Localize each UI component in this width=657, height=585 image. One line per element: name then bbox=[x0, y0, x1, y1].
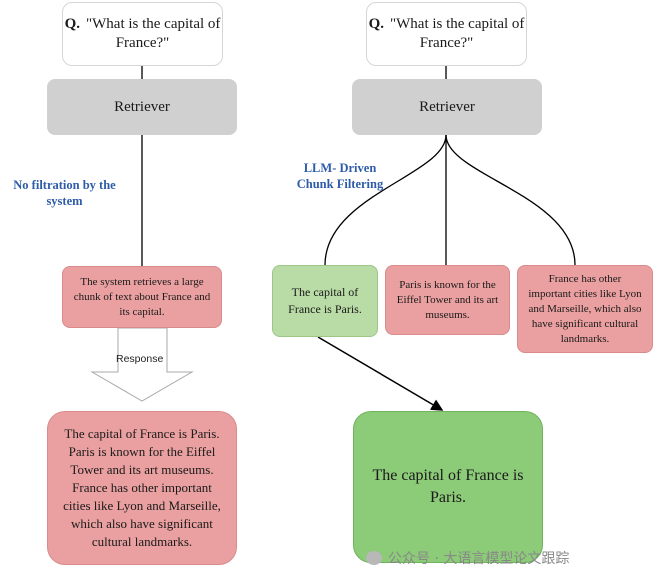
right-question-prefix: Q. bbox=[368, 16, 384, 32]
irrelevant-chunk-box-2: France has other important cities like L… bbox=[517, 265, 653, 353]
left-retrieved-chunk-box: The system retrieves a large chunk of te… bbox=[62, 266, 222, 328]
relevant-chunk-text: The capital of France is Paris. bbox=[288, 285, 362, 316]
right-question-box: Q. "What is the capital of France?" bbox=[366, 2, 527, 66]
right-question-text: "What is the capital of France?" bbox=[390, 16, 525, 51]
response-label: Response bbox=[116, 353, 164, 365]
watermark-text: 公众号 · 大语言模型论文跟踪 bbox=[388, 551, 570, 567]
irrelevant-chunk-text-1: Paris is known for the Eiffel Tower and … bbox=[396, 278, 499, 321]
left-retriever-label: Retriever bbox=[114, 98, 170, 115]
right-answer-box: The capital of France is Paris. bbox=[353, 411, 543, 563]
left-answer-text: The capital of France is Paris. Paris is… bbox=[63, 426, 221, 549]
irrelevant-chunk-text-2: France has other important cities like L… bbox=[528, 272, 642, 345]
branch-to-chunk-3 bbox=[445, 134, 576, 266]
left-question-box: Q. "What is the capital of France?" bbox=[62, 2, 223, 66]
irrelevant-chunk-box-1: Paris is known for the Eiffel Tower and … bbox=[385, 265, 510, 335]
no-filtration-label: No filtration by the system bbox=[13, 178, 116, 208]
relevant-chunk-box: The capital of France is Paris. bbox=[272, 265, 378, 337]
wechat-icon bbox=[366, 551, 382, 565]
response-arrow bbox=[90, 327, 194, 402]
llm-filtering-label: LLM- Driven Chunk Filtering bbox=[296, 161, 384, 191]
left-question-prefix: Q. bbox=[64, 16, 80, 32]
left-retrieved-chunk-text: The system retrieves a large chunk of te… bbox=[73, 275, 211, 318]
chunk-to-answer-arrow bbox=[317, 336, 444, 411]
watermark: 公众号 · 大语言模型论文跟踪 bbox=[366, 548, 569, 568]
right-retriever-box: Retriever bbox=[352, 79, 542, 135]
left-question-text: "What is the capital of France?" bbox=[86, 16, 221, 51]
branch-to-chunk-1 bbox=[324, 134, 447, 266]
left-retriever-box: Retriever bbox=[47, 79, 237, 135]
right-retriever-label: Retriever bbox=[419, 98, 475, 115]
right-answer-text: The capital of France is Paris. bbox=[372, 467, 524, 506]
left-answer-box: The capital of France is Paris. Paris is… bbox=[47, 411, 237, 565]
